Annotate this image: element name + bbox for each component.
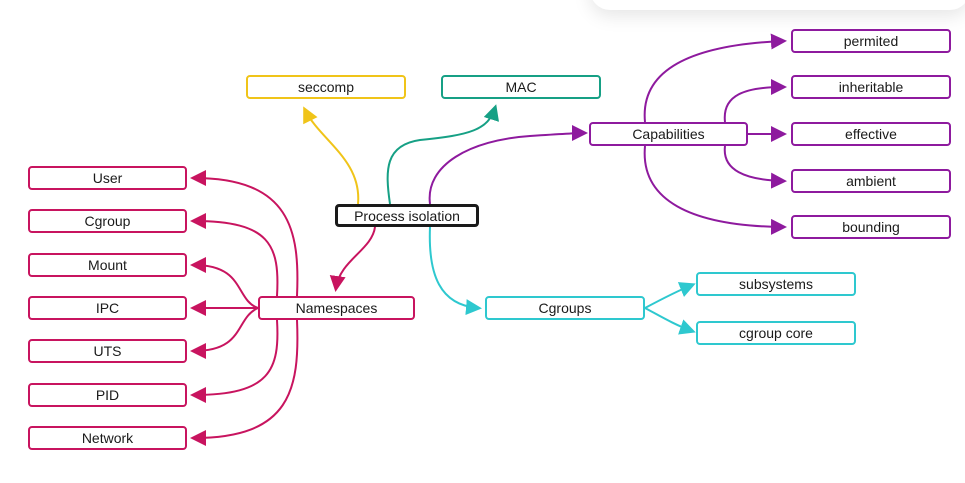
edge-ns-cgroup: [190, 213, 279, 297]
namespace-item-ipc[interactable]: IPC: [28, 296, 187, 320]
capability-item-permited[interactable]: permited: [791, 29, 951, 53]
edge-cap-bounding: [643, 145, 787, 235]
edge-root-capabilities: [428, 125, 588, 205]
namespace-item-label: PID: [95, 387, 120, 403]
cgroup-item-label: cgroup core: [739, 325, 813, 341]
namespace-item-pid[interactable]: PID: [28, 383, 187, 407]
root-node[interactable]: Process isolation: [335, 204, 479, 227]
namespace-item-label: IPC: [95, 300, 120, 316]
namespace-item-network[interactable]: Network: [28, 426, 187, 450]
namespace-item-label: Mount: [88, 257, 127, 273]
edge-cap-ambient: [723, 145, 787, 189]
cgroup-item-cgroup-core[interactable]: cgroup core: [696, 321, 856, 345]
cgroups-label: Cgroups: [538, 300, 592, 316]
namespaces-node[interactable]: Namespaces: [258, 296, 415, 320]
capability-item-label: effective: [845, 126, 897, 142]
edge-root-mac: [386, 104, 499, 205]
edge-ns-pid: [190, 319, 279, 403]
capability-item-bounding[interactable]: bounding: [791, 215, 951, 239]
edge-cg-core: [644, 307, 696, 335]
capability-item-label: permited: [843, 33, 899, 49]
namespace-item-cgroup[interactable]: Cgroup: [28, 209, 187, 233]
mac-label: MAC: [505, 79, 537, 95]
edge-ns-uts: [190, 307, 259, 359]
edge-ns-network: [190, 319, 299, 446]
mac-node[interactable]: MAC: [441, 75, 601, 99]
capabilities-label: Capabilities: [632, 126, 705, 142]
capability-item-label: inheritable: [838, 79, 904, 95]
root-label: Process isolation: [354, 207, 460, 224]
edge-cap-permited: [643, 33, 787, 123]
namespace-item-label: Cgroup: [84, 213, 131, 229]
namespace-item-label: Network: [81, 430, 134, 446]
seccomp-label: seccomp: [297, 79, 355, 95]
capability-item-ambient[interactable]: ambient: [791, 169, 951, 193]
namespace-item-label: User: [92, 170, 123, 186]
capability-item-effective[interactable]: effective: [791, 122, 951, 146]
edge-root-namespaces: [329, 226, 376, 292]
edge-root-seccomp: [303, 106, 360, 205]
edge-cap-inheritable: [723, 79, 787, 123]
capability-item-inheritable[interactable]: inheritable: [791, 75, 951, 99]
edge-root-cgroups: [428, 226, 482, 316]
namespace-item-label: UTS: [93, 343, 122, 359]
capability-item-label: ambient: [846, 173, 896, 189]
edge-ns-user: [190, 170, 299, 297]
cgroups-node[interactable]: Cgroups: [485, 296, 645, 320]
capability-item-label: bounding: [842, 219, 900, 235]
cgroup-item-label: subsystems: [739, 276, 813, 292]
edge-cg-subsystems: [644, 282, 696, 309]
namespace-item-user[interactable]: User: [28, 166, 187, 190]
seccomp-node[interactable]: seccomp: [246, 75, 406, 99]
namespaces-label: Namespaces: [295, 300, 378, 316]
cgroup-item-subsystems[interactable]: subsystems: [696, 272, 856, 296]
namespace-item-uts[interactable]: UTS: [28, 339, 187, 363]
namespace-item-mount[interactable]: Mount: [28, 253, 187, 277]
capabilities-node[interactable]: Capabilities: [589, 122, 748, 146]
edge-ns-mount: [190, 257, 259, 309]
